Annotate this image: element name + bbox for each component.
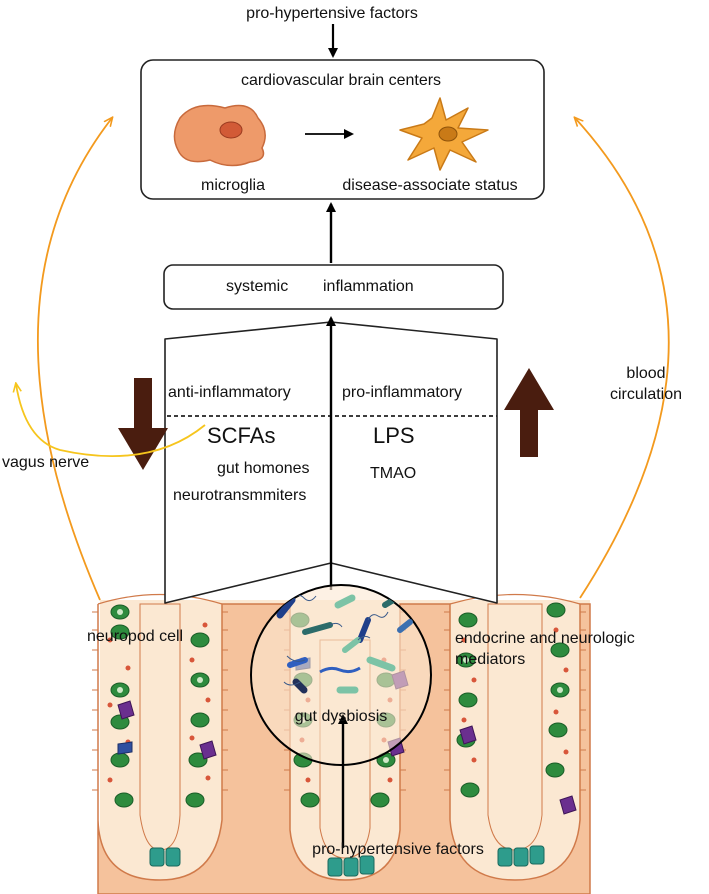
brain-centers-label: cardiovascular brain centers (240, 72, 442, 89)
systemic-inflammation-box (163, 264, 504, 310)
left-neural-pathway-arrow (37, 118, 112, 601)
systemic-label: systemic (226, 278, 289, 295)
neurotransmitters-label: neurotransmmiters (173, 487, 307, 504)
blood-circulation-arrow (575, 118, 670, 599)
top-factors-label: pro-hypertensive factors (246, 5, 418, 22)
microglia-label: microglia (200, 177, 266, 194)
scfas-label: SCFAs (207, 423, 276, 448)
endocrine-label-line1: endocrine and neurologic (455, 630, 635, 647)
gut-dysbiosis-circle (250, 584, 432, 766)
gut-dysbiosis-label: gut dysbiosis (294, 708, 388, 725)
bacteria-icons (276, 591, 413, 694)
endocrine-label-line2: mediators (455, 651, 526, 668)
blood-circulation-label-line1: blood (626, 365, 666, 382)
activated-microglia-icon (399, 97, 489, 171)
disease-status-label: disease-associate status (342, 177, 518, 194)
decrease-arrow-icon (118, 378, 168, 470)
vagus-nerve-label: vagus nerve (2, 454, 90, 471)
inflammation-label: inflammation (323, 278, 414, 295)
increase-arrow-icon (504, 368, 554, 457)
cardiovascular-brain-centers-box (140, 59, 545, 200)
metabolite-panel (164, 321, 498, 604)
resting-microglia-icon (173, 104, 266, 167)
vagus-nerve-arrow (16, 384, 206, 458)
blood-circulation-label-line2: circulation (609, 386, 683, 403)
gut-hormones-label: gut homones (217, 460, 310, 477)
tmao-label: TMAO (370, 465, 417, 482)
pro-inflammatory-label: pro-inflammatory (342, 384, 463, 401)
lps-label: LPS (373, 423, 415, 448)
bottom-factors-label: pro-hypertensive factors (312, 841, 484, 858)
neuropod-cell-label: neuropod cell (87, 628, 184, 645)
anti-inflammatory-label: anti-inflammatory (168, 384, 291, 401)
